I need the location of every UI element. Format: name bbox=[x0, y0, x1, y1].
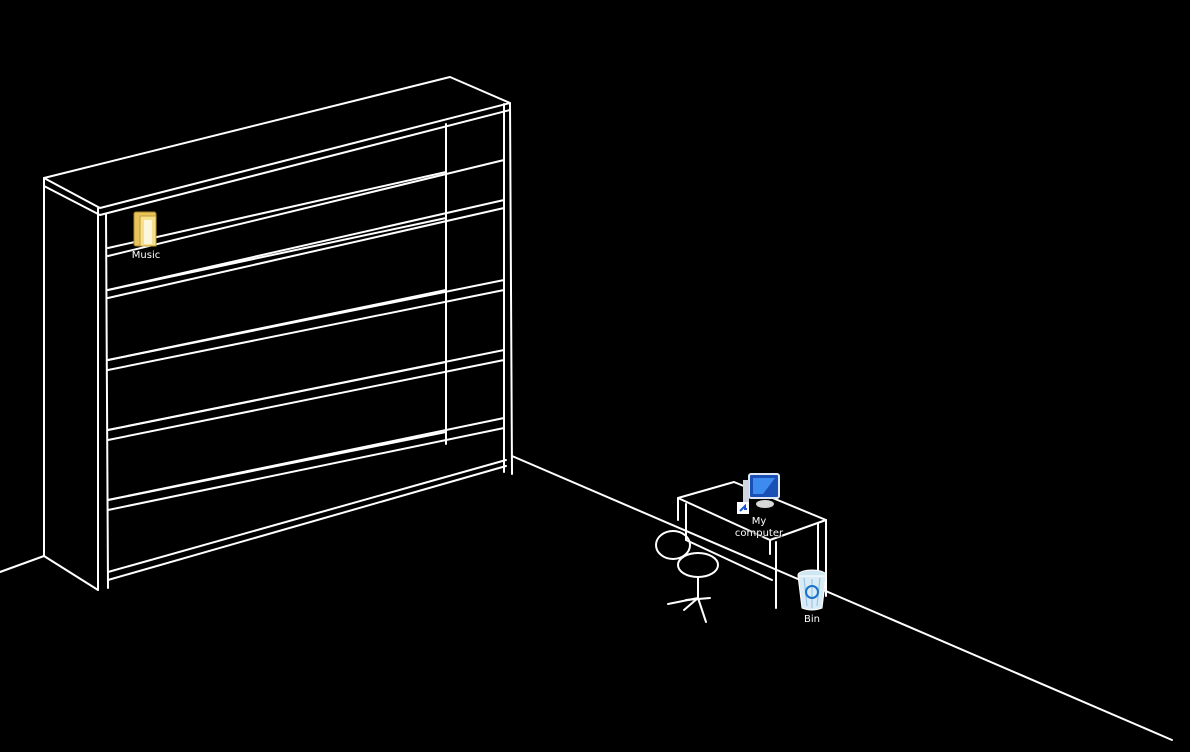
computer-icon bbox=[737, 473, 780, 514]
desktop-icon-music[interactable]: Music bbox=[118, 210, 174, 262]
floor-lines bbox=[0, 455, 1173, 741]
bookshelf-drawing bbox=[43, 76, 513, 591]
bin-icon-label: Bin bbox=[804, 614, 820, 625]
music-icon-label: Music bbox=[131, 250, 161, 261]
my-computer-icon-label: My computer bbox=[734, 516, 784, 539]
desktop-icon-bin[interactable]: Bin bbox=[790, 568, 834, 626]
folder-icon bbox=[133, 211, 157, 247]
chair-drawing bbox=[655, 530, 719, 623]
desktop-icon-my-computer[interactable]: My computer bbox=[724, 470, 794, 540]
recycle-bin-icon bbox=[797, 569, 827, 611]
